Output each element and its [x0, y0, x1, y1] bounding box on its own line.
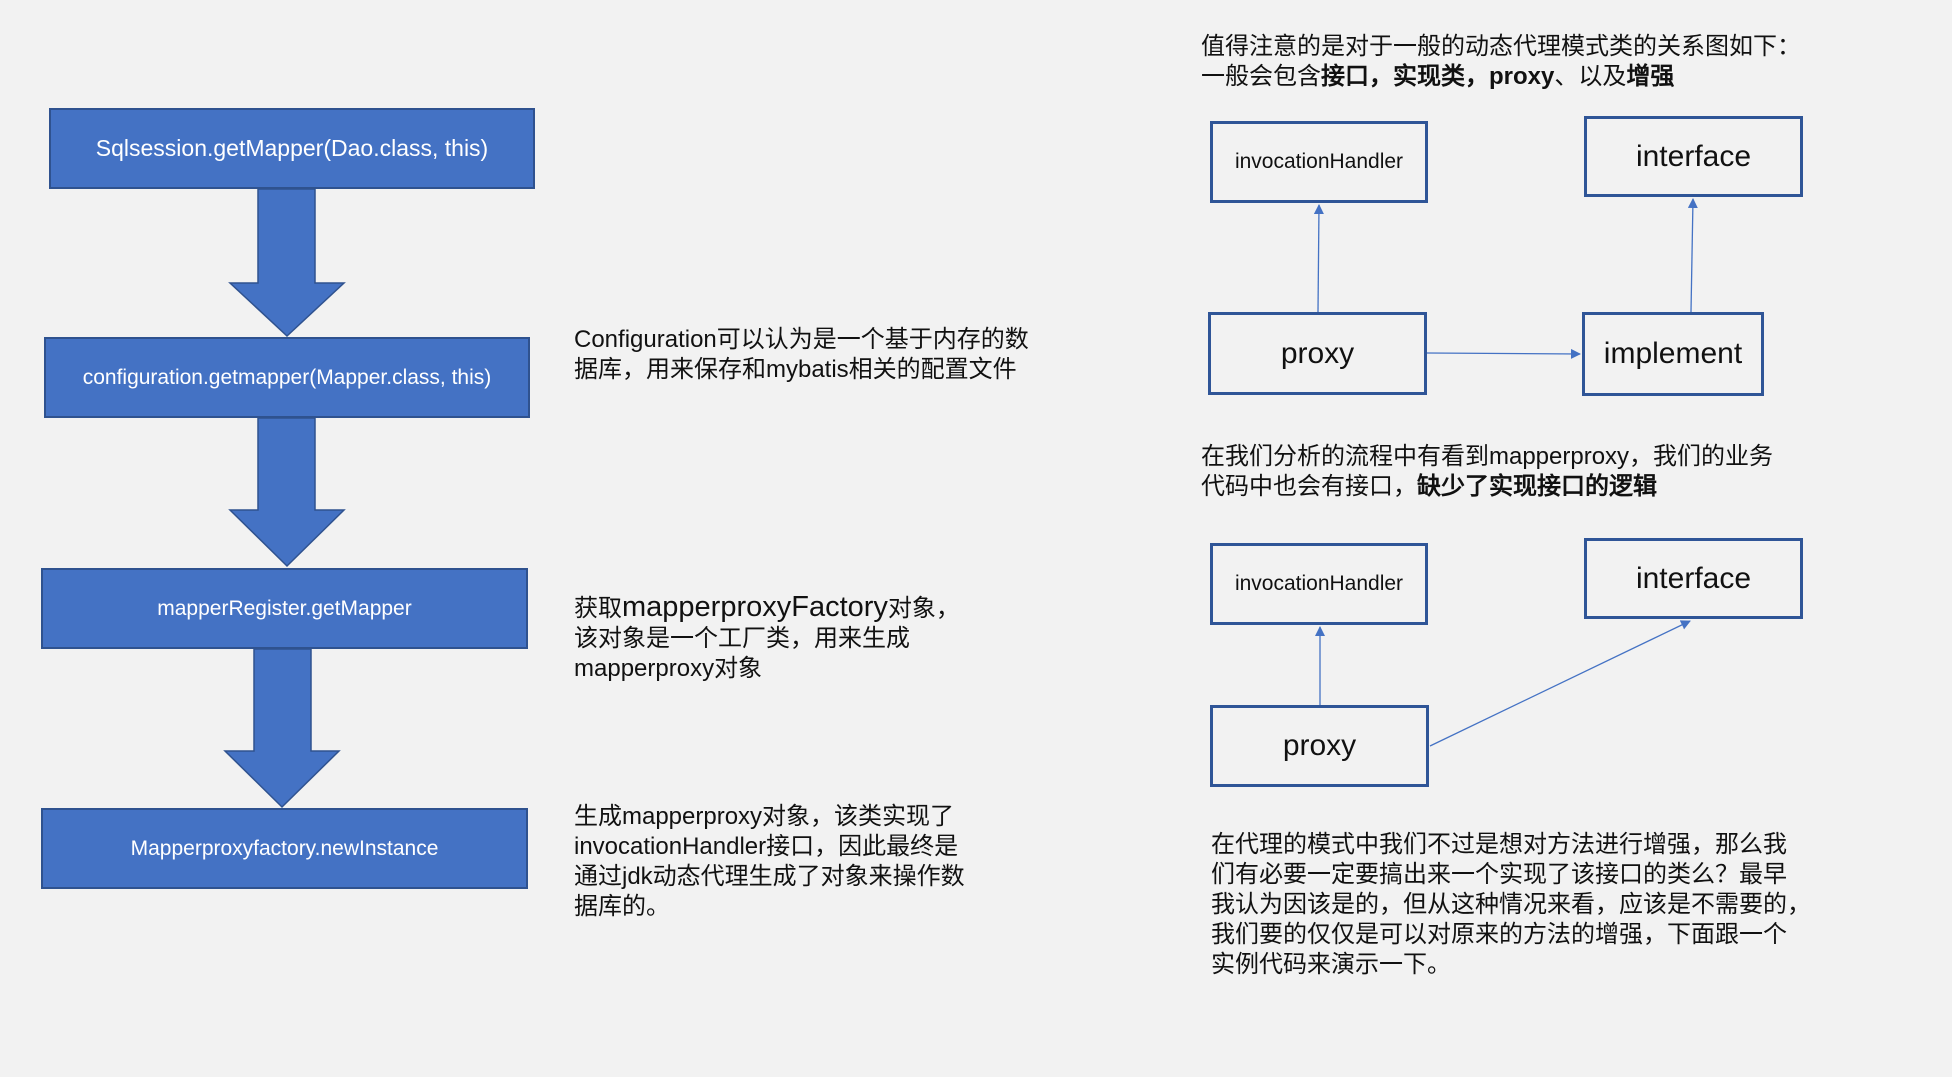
conclusion-line: 们有必要一定要搞出来一个实现了该接口的类么？最早 [1211, 861, 1787, 888]
note-line: 该对象是一个工厂类，用来生成 [574, 625, 910, 652]
flow-step-configuration: configuration.getmapper(Mapper.class, th… [44, 337, 530, 418]
note-text: 获取 [574, 595, 622, 622]
flow-step-mapper-register: mapperRegister.getMapper [41, 568, 528, 649]
intro-bold: proxy [1489, 63, 1555, 90]
intro-segment: ， [1369, 63, 1393, 90]
down-arrow-3 [223, 648, 341, 809]
note-line: 据库，用来保存和mybatis相关的配置文件 [574, 356, 1017, 383]
conclusion-line: 我们要的仅仅是可以对原来的方法的增强，下面跟一个 [1211, 921, 1787, 948]
note-factory: 获取mapperproxyFactory对象， 该对象是一个工厂类，用来生成 m… [574, 592, 960, 684]
intro-bold: 实现类 [1393, 63, 1465, 90]
note-line: 通过jdk动态代理生成了对象来操作数 [574, 863, 965, 890]
connector-proxy-to-handler-1 [1313, 204, 1324, 313]
note-line: mapperproxy对象 [574, 655, 763, 682]
note-line: invocationHandler接口，因此最终是 [574, 833, 959, 860]
middle-text: 在我们分析的流程中有看到mapperproxy，我们的业务 代码中也会有接口，缺… [1201, 442, 1773, 502]
flow-step-proxy-factory: Mapperproxyfactory.newInstance [41, 808, 528, 889]
diagram1-interface: interface [1584, 116, 1803, 197]
middle-plain: 代码中也会有接口， [1201, 473, 1417, 500]
diagram1-implement: implement [1582, 312, 1764, 396]
connector-implement-to-interface-1 [1687, 198, 1698, 313]
intro-line: 值得注意的是对于一般的动态代理模式类的关系图如下： [1201, 33, 1801, 60]
middle-bold: 缺少了实现接口的逻辑 [1417, 473, 1657, 500]
connector-proxy-to-implement-1 [1426, 348, 1581, 359]
conclusion-text: 在代理的模式中我们不过是想对方法进行增强，那么我 们有必要一定要搞出来一个实现了… [1211, 830, 1811, 980]
intro-segment: ， [1465, 63, 1489, 90]
note-configuration: Configuration可以认为是一个基于内存的数 据库，用来保存和mybat… [574, 325, 1029, 385]
down-arrow-1 [228, 188, 346, 338]
intro-segment: 一般会包含 [1201, 63, 1321, 90]
flow-step-sqlsession: Sqlsession.getMapper(Dao.class, this) [49, 108, 535, 189]
connector-proxy-to-interface-2 [1429, 620, 1691, 747]
note-line: 生成mapperproxy对象，该类实现了 [574, 803, 955, 830]
note-line: 据库的。 [574, 893, 670, 920]
intro-bold: 增强 [1626, 63, 1675, 90]
note-text: 对象， [887, 595, 960, 622]
conclusion-line: 我认为因该是的，但从这种情况来看，应该是不需要的， [1211, 891, 1811, 918]
intro-segment: 、以及 [1554, 63, 1627, 90]
note-emphasis: mapperproxyFactory [622, 591, 888, 623]
diagram1-proxy: proxy [1208, 312, 1427, 395]
diagram2-proxy: proxy [1210, 705, 1429, 787]
intro-bold: 接口 [1321, 63, 1369, 90]
middle-line: 在我们分析的流程中有看到mapperproxy，我们的业务 [1201, 443, 1774, 470]
note-line: Configuration可以认为是一个基于内存的数 [574, 326, 1029, 353]
note-instance: 生成mapperproxy对象，该类实现了 invocationHandler接… [574, 802, 965, 922]
diagram2-invocation-handler: invocationHandler [1210, 543, 1428, 625]
down-arrow-2 [228, 417, 346, 568]
diagram1-invocation-handler: invocationHandler [1210, 121, 1428, 203]
intro-text: 值得注意的是对于一般的动态代理模式类的关系图如下： 一般会包含接口，实现类，pr… [1201, 32, 1801, 92]
conclusion-line: 在代理的模式中我们不过是想对方法进行增强，那么我 [1211, 831, 1787, 858]
diagram2-interface: interface [1584, 538, 1803, 619]
conclusion-line: 实例代码来演示一下。 [1211, 951, 1451, 978]
